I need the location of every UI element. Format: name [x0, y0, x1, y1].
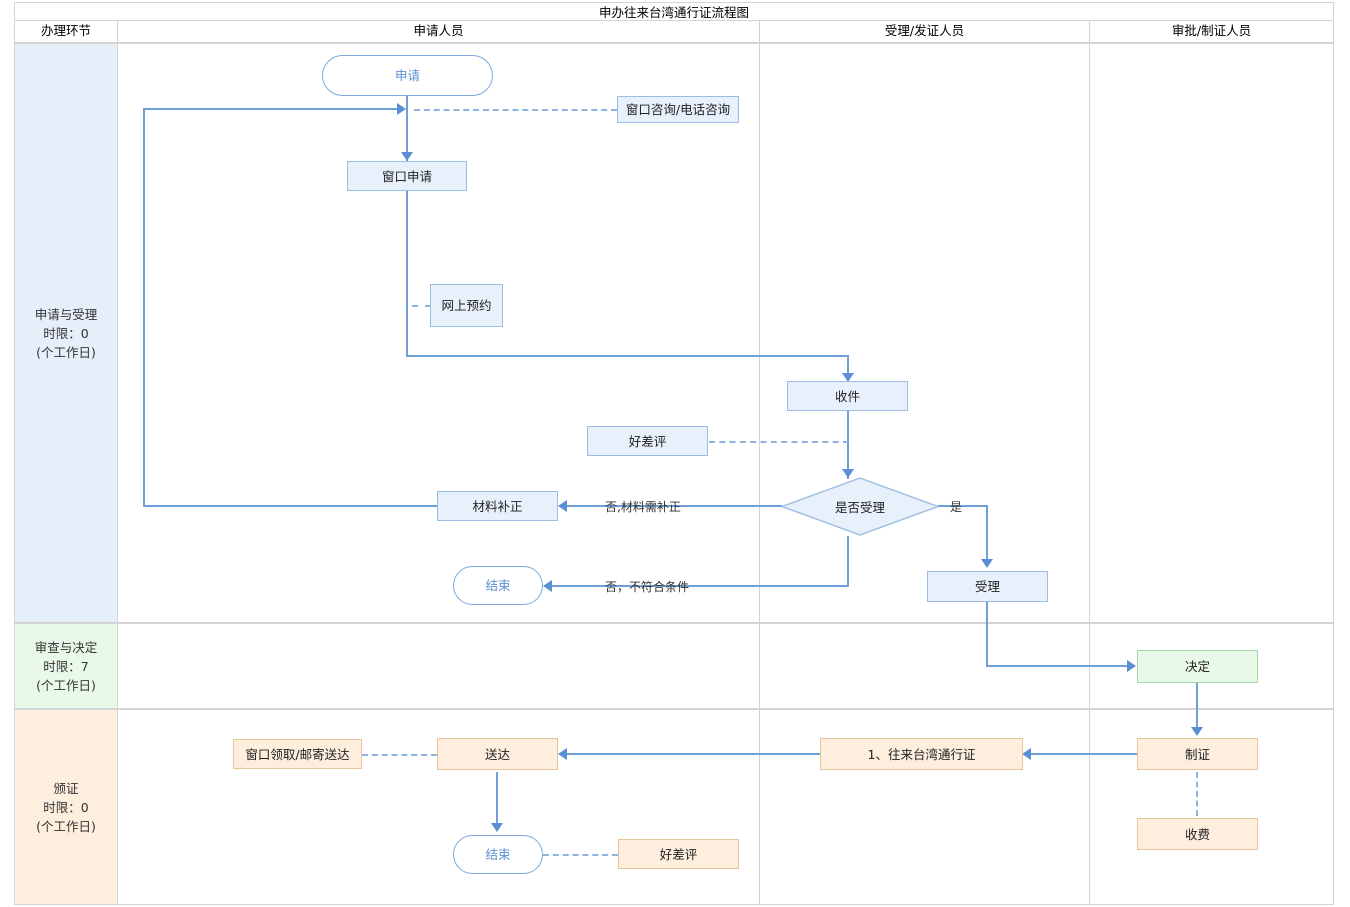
- edge-apply-to-consult: [414, 109, 617, 111]
- lane-label-apply: 申请与受理 时限：0 (个工作日): [14, 43, 118, 623]
- arrow-into-end-bottom: [491, 823, 503, 832]
- arrow-into-decision: [842, 469, 854, 478]
- node-apply[interactable]: 申请: [322, 55, 493, 96]
- cell-apply-applicant: [117, 43, 760, 623]
- node-make-cert[interactable]: 制证: [1137, 738, 1258, 770]
- diamond-shape: [781, 477, 939, 536]
- chart-title-bar: 申办往来台湾通行证流程图: [14, 2, 1334, 21]
- edge-decision-to-material-fix: [566, 505, 782, 507]
- node-is-accept-label: 是否受理: [834, 500, 885, 515]
- node-decide[interactable]: 决定: [1137, 650, 1258, 683]
- arrow-into-end-top: [543, 580, 552, 592]
- edge-deliver-to-end: [496, 772, 498, 828]
- edge-loop-right: [143, 108, 401, 110]
- node-end-top[interactable]: 结束: [453, 566, 543, 605]
- edge-to-receive-h: [406, 355, 849, 357]
- edge-decide-to-make-cert: [1196, 683, 1198, 733]
- edge-apply-down: [406, 96, 408, 356]
- arrow-into-receive: [842, 373, 854, 382]
- edge-accept-to-decide: [986, 665, 1129, 667]
- arrow-into-material-fix: [558, 500, 567, 512]
- edge-review-to-receive: [709, 441, 849, 443]
- node-review-good-bad[interactable]: 好差评: [587, 426, 708, 456]
- node-window-pickup[interactable]: 窗口领取/邮寄送达: [233, 739, 362, 769]
- edge-loop-up: [143, 108, 145, 507]
- column-header-approver: 审批/制证人员: [1089, 21, 1334, 43]
- arrow-into-decide: [1127, 660, 1136, 672]
- edge-online-book-stub: [412, 305, 431, 307]
- node-deliver[interactable]: 送达: [437, 738, 558, 770]
- edge-pickup-to-deliver: [362, 754, 437, 756]
- node-accept[interactable]: 受理: [927, 571, 1048, 602]
- cell-review-applicant: [117, 623, 760, 709]
- arrow-into-window-apply: [401, 152, 413, 161]
- edge-material-fix-left: [143, 505, 439, 507]
- arrow-into-make-cert: [1191, 727, 1203, 736]
- cell-apply-approver: [1089, 43, 1334, 623]
- edge-make-cert-to-cert-item: [1030, 753, 1138, 755]
- edge-to-receive-v: [847, 355, 849, 383]
- node-material-fix[interactable]: 材料补正: [437, 491, 558, 521]
- node-end-bottom[interactable]: 结束: [453, 835, 543, 874]
- node-window-apply[interactable]: 窗口申请: [347, 161, 467, 191]
- cell-apply-acceptor: [759, 43, 1090, 623]
- arrow-loop-into-apply: [397, 103, 406, 115]
- node-online-book[interactable]: 网上预约: [430, 284, 503, 327]
- edge-decision-down: [847, 536, 849, 586]
- lane-label-issue: 颁证 时限：0 (个工作日): [14, 709, 118, 905]
- node-fee[interactable]: 收费: [1137, 818, 1258, 850]
- column-header-acceptor: 受理/发证人员: [759, 21, 1090, 43]
- edge-decision-to-end: [551, 585, 849, 587]
- node-cert-item[interactable]: 1、往来台湾通行证: [820, 738, 1023, 770]
- column-header-stage: 办理环节: [14, 21, 118, 43]
- node-review-good-bad-2[interactable]: 好差评: [618, 839, 739, 869]
- edge-make-cert-to-fee: [1196, 772, 1198, 816]
- node-receive[interactable]: 收件: [787, 381, 908, 411]
- edge-decision-yes-h: [938, 505, 988, 507]
- node-is-accept[interactable]: 是否受理: [781, 477, 939, 536]
- edge-label-no-condition: 否，不符合条件: [605, 580, 690, 594]
- edge-end-to-review: [543, 854, 618, 856]
- arrow-into-accept: [981, 559, 993, 568]
- node-window-consult[interactable]: 窗口咨询/电话咨询: [617, 96, 739, 123]
- edge-label-no-material: 否,材料需补正: [605, 500, 681, 514]
- chart-title: 申办往来台湾通行证流程图: [598, 5, 749, 20]
- edge-cert-item-to-deliver: [566, 753, 822, 755]
- edge-label-yes: 是: [950, 500, 963, 514]
- arrow-into-cert-item: [1022, 748, 1031, 760]
- column-header-applicant: 申请人员: [117, 21, 760, 43]
- edge-receive-to-decision: [847, 411, 849, 479]
- arrow-into-deliver: [558, 748, 567, 760]
- lane-label-review: 审查与决定 时限：7 (个工作日): [14, 623, 118, 709]
- edge-decision-yes-v: [986, 505, 988, 563]
- edge-accept-down: [986, 602, 988, 666]
